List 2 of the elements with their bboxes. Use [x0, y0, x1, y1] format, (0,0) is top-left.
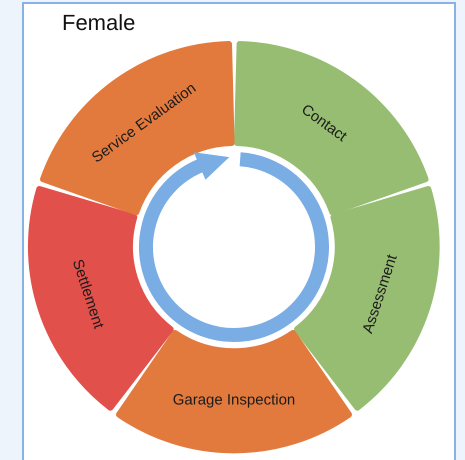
heading-text: Female [62, 10, 136, 36]
cycle-segment [297, 189, 437, 408]
